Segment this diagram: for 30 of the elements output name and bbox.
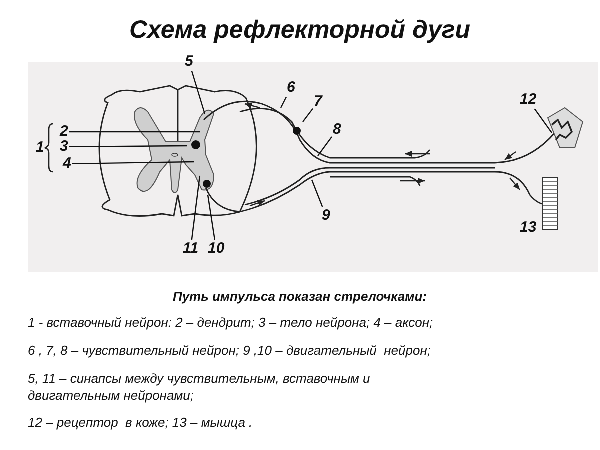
leader-line <box>311 180 324 208</box>
callout-number: 6 <box>287 80 296 96</box>
leader-line <box>72 161 194 165</box>
callout-number: 1 <box>36 140 44 156</box>
leader-line <box>280 96 288 108</box>
callout-number: 7 <box>314 94 322 110</box>
legend-text: 1 - вставочный нейрон: 2 – дендрит; 3 – тело нейрона; 4 – аксон; <box>28 314 434 331</box>
callout-number: 3 <box>60 139 68 155</box>
leader-line <box>534 108 552 134</box>
callout-number: 8 <box>333 122 342 138</box>
callout-number: 10 <box>208 241 225 257</box>
callout-number: 12 <box>520 92 537 108</box>
legend-text: 5, 11 – синапсы между чувствительным, вставочным и двигательным нейронами; <box>28 370 372 404</box>
leader-line <box>207 194 216 240</box>
callout-number: 5 <box>185 54 194 70</box>
leader-line <box>69 131 200 133</box>
leader-line <box>69 145 187 148</box>
legend-text: 6 , 7, 8 – чувствительный нейрон; 9 ,10 – двигательный нейрон; <box>28 342 432 359</box>
leader-line <box>302 108 314 122</box>
leader-line <box>318 136 332 156</box>
leader-line <box>191 176 201 240</box>
title: Схема рефлекторной дуги <box>128 16 472 45</box>
callout-number: 2 <box>60 124 68 140</box>
callout-number: 4 <box>63 156 72 172</box>
callout-number: 11 <box>183 241 199 257</box>
callout-number: 9 <box>322 208 330 224</box>
legend-text: 12 – рецептор в коже; 13 – мышца . <box>28 414 254 431</box>
heading: Путь импульса показан стрелочками: <box>172 288 428 305</box>
leader-line <box>191 70 206 114</box>
callout-number: 13 <box>520 220 537 236</box>
